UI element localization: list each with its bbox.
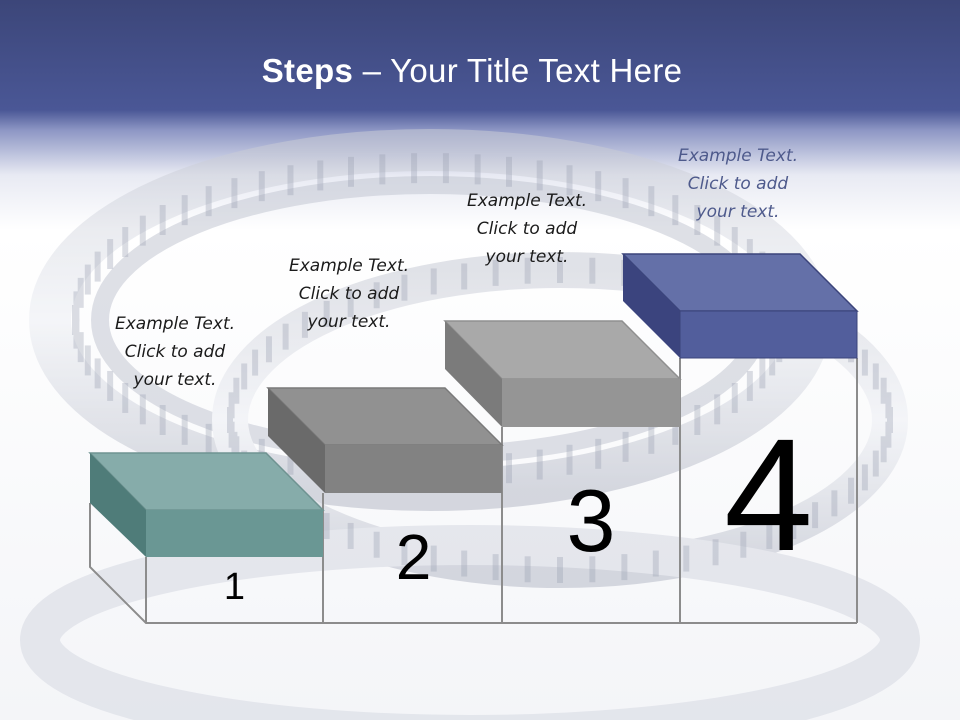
- title-bold: Steps: [261, 52, 354, 89]
- step-3-block[interactable]: [443, 320, 682, 427]
- title-rest: – Your Title Text Here: [353, 52, 683, 89]
- step-1-number: 1: [223, 566, 246, 608]
- step-3-label[interactable]: Example Text. Click to add your text.: [466, 191, 588, 267]
- step-2-number: 2: [395, 521, 432, 593]
- step-2-label[interactable]: Example Text. Click to add your text.: [288, 256, 410, 332]
- step-4-number: 4: [724, 405, 813, 584]
- step-1-block[interactable]: [88, 452, 325, 557]
- step-1-label[interactable]: Example Text. Click to add your text.: [114, 314, 236, 390]
- step-3-number: 3: [566, 471, 616, 570]
- step-4-label[interactable]: Example Text. Click to add your text.: [677, 146, 799, 222]
- slide-title[interactable]: Steps – Your Title Text Here: [0, 52, 944, 90]
- step-2-block[interactable]: [266, 387, 504, 493]
- step-4-block[interactable]: [621, 253, 859, 359]
